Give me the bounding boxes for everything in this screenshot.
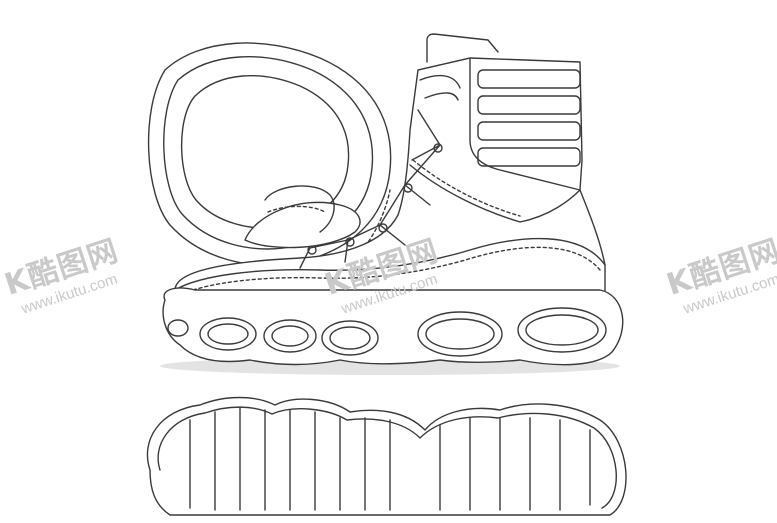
bottom-outsole [146,396,627,516]
tongue-emblem [244,185,361,249]
midsole [162,287,624,366]
shoe-laces [299,74,461,269]
shoe-upper [174,33,606,301]
